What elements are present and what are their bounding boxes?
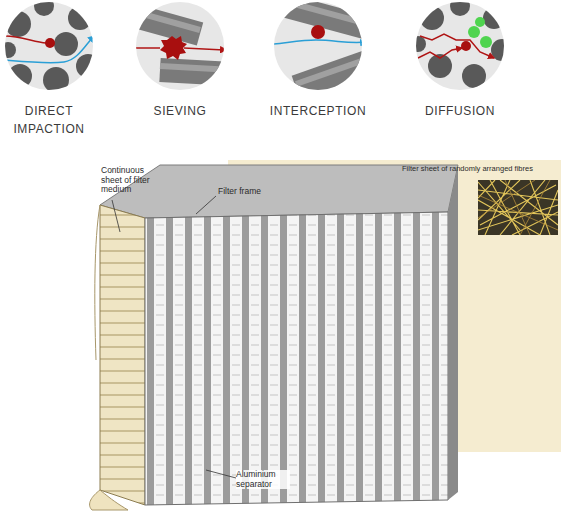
mechanism-circle: DIFFUSION — [395, 0, 525, 92]
mechanism-background — [274, 2, 362, 90]
frame-edge — [448, 165, 458, 500]
hepa-filter — [90, 160, 561, 510]
mechanism-background — [5, 2, 93, 90]
leader-lines — [112, 196, 236, 478]
mechanism-circle: DIRECT IMPACTION — [0, 0, 98, 92]
part-label: Aluminium separator — [236, 470, 290, 489]
mechanism-label: DIRECT IMPACTION — [0, 102, 98, 138]
pleated-face — [145, 212, 448, 505]
part-label: Filter frame — [218, 187, 278, 197]
mechanism-background — [416, 2, 504, 90]
mechanism-circle: INTERCEPTION — [253, 0, 383, 92]
part-label: Filter sheet of randomly arranged fibres — [402, 165, 560, 173]
mechanism-label: DIFFUSION — [395, 102, 525, 120]
mechanism-outline — [115, 0, 245, 92]
fibre-inset — [478, 180, 558, 235]
impaction-icon — [0, 0, 100, 93]
filter-medium-side — [100, 205, 145, 505]
mechanism-label: INTERCEPTION — [253, 102, 383, 120]
mechanism-label: SIEVING — [115, 102, 245, 120]
inset-background — [228, 160, 561, 452]
mechanism-outline — [253, 0, 383, 92]
mechanism-circle: SIEVING — [115, 0, 245, 92]
mechanism-outline — [395, 0, 525, 92]
sheet-curl — [90, 490, 128, 510]
mechanism-outline — [0, 0, 98, 92]
mechanism-background — [136, 2, 224, 90]
diffusion-icon — [410, 0, 513, 91]
part-label: Continuous sheet of filter medium — [101, 166, 165, 195]
